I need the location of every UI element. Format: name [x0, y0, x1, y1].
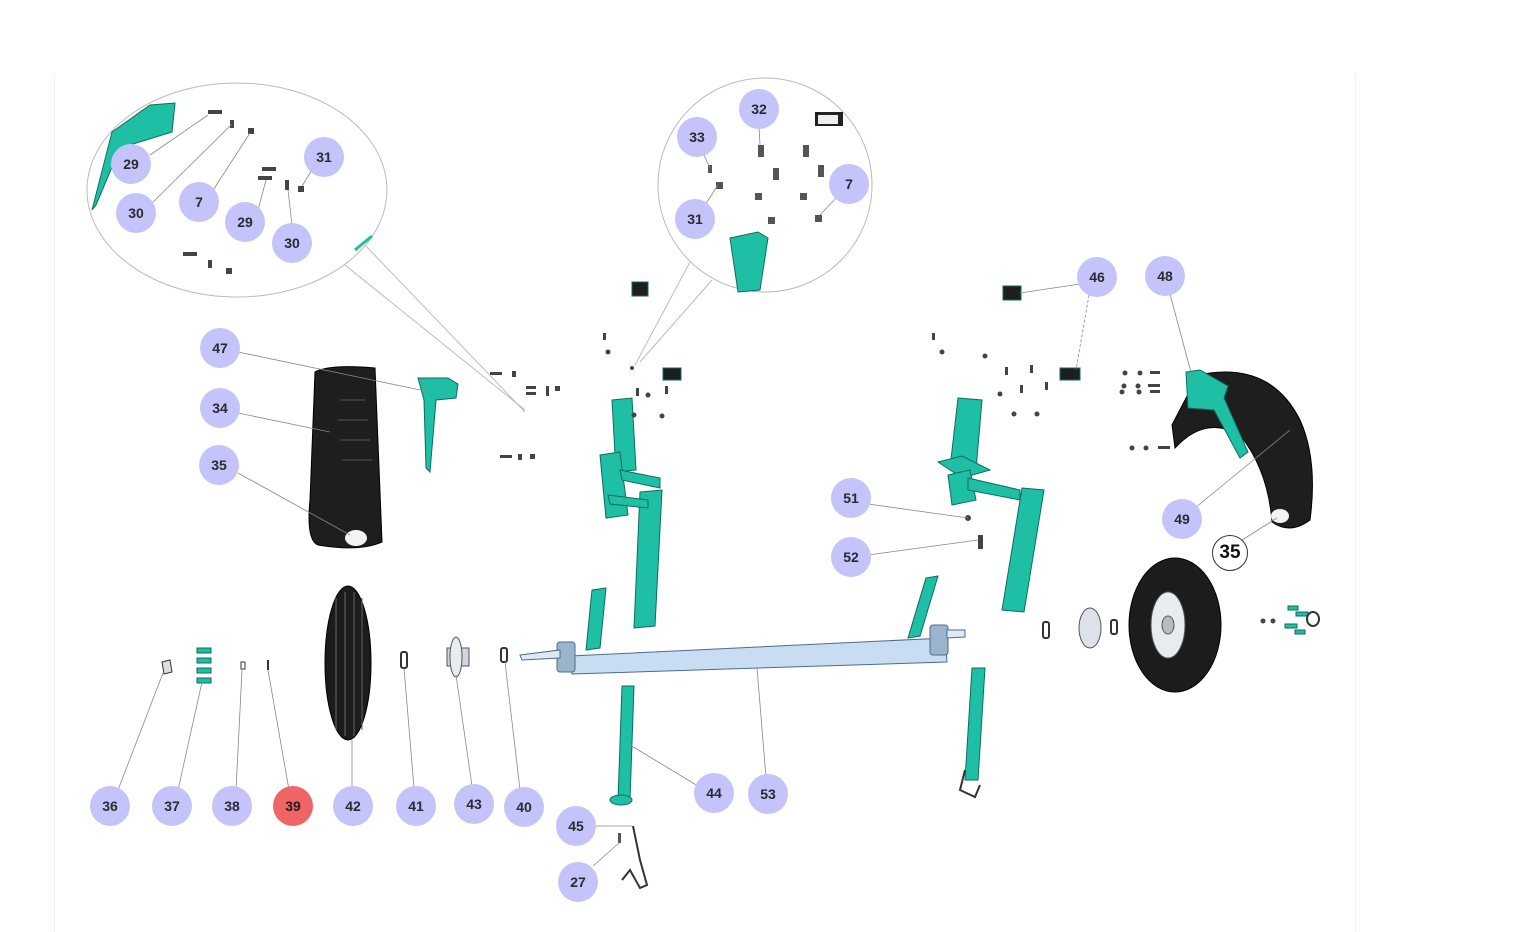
callout-31[interactable]: 31	[675, 199, 715, 239]
chain-45-27	[621, 825, 649, 890]
ring-41	[400, 651, 408, 669]
reflector-35-left	[345, 530, 367, 546]
callout-39[interactable]: 39	[273, 786, 313, 826]
mudguard-bracket-48	[1185, 369, 1249, 459]
callout-38[interactable]: 38	[212, 786, 252, 826]
label-35-plain: 35	[1212, 535, 1248, 571]
mudguard-bracket-detail	[91, 102, 176, 211]
ring-40	[500, 647, 508, 663]
callout-46[interactable]: 46	[1077, 257, 1117, 297]
callout-27[interactable]: 27	[558, 862, 598, 902]
callout-37[interactable]: 37	[152, 786, 192, 826]
callout-45[interactable]: 45	[556, 806, 596, 846]
callout-33[interactable]: 33	[677, 117, 717, 157]
small-bolts-left	[490, 371, 560, 460]
callout-29[interactable]: 29	[225, 202, 265, 242]
callout-35[interactable]: 35	[199, 445, 239, 485]
callout-7[interactable]: 7	[829, 164, 869, 204]
hub-right	[1078, 607, 1102, 649]
left-mudguard	[308, 366, 383, 549]
callout-32[interactable]: 32	[739, 89, 779, 129]
bolts-37	[196, 647, 212, 684]
hub-43	[446, 636, 470, 678]
callout-51[interactable]: 51	[831, 478, 871, 518]
detail-bubble-left	[86, 82, 388, 298]
right-frame	[936, 285, 1081, 613]
callout-31[interactable]: 31	[304, 137, 344, 177]
callout-44[interactable]: 44	[694, 773, 734, 813]
callout-30[interactable]: 30	[116, 193, 156, 233]
callout-7[interactable]: 7	[179, 182, 219, 222]
hardware-detail-group	[708, 112, 843, 224]
pin-39	[267, 660, 269, 670]
axle-brackets	[585, 575, 986, 806]
post-detail	[729, 231, 769, 293]
callout-47[interactable]: 47	[200, 328, 240, 368]
callout-52[interactable]: 52	[831, 537, 871, 577]
leader-lines	[117, 114, 1291, 867]
detail-bubble-center	[657, 77, 873, 293]
callout-30[interactable]: 30	[272, 223, 312, 263]
axle-53	[569, 637, 948, 675]
callout-40[interactable]: 40	[504, 787, 544, 827]
mudguard-bracket-47	[417, 377, 459, 474]
callout-36[interactable]: 36	[90, 786, 130, 826]
callout-43[interactable]: 43	[454, 784, 494, 824]
callout-48[interactable]: 48	[1145, 256, 1185, 296]
wheel-42	[324, 585, 372, 741]
callout-29[interactable]: 29	[111, 144, 151, 184]
pin-38	[240, 661, 246, 670]
cap-36	[161, 659, 173, 675]
callout-53[interactable]: 53	[748, 774, 788, 814]
callout-34[interactable]: 34	[200, 388, 240, 428]
center-frame	[599, 281, 682, 629]
callout-41[interactable]: 41	[396, 786, 436, 826]
callout-49[interactable]: 49	[1162, 499, 1202, 539]
callout-42[interactable]: 42	[333, 786, 373, 826]
reflector-35-right	[1271, 509, 1289, 523]
